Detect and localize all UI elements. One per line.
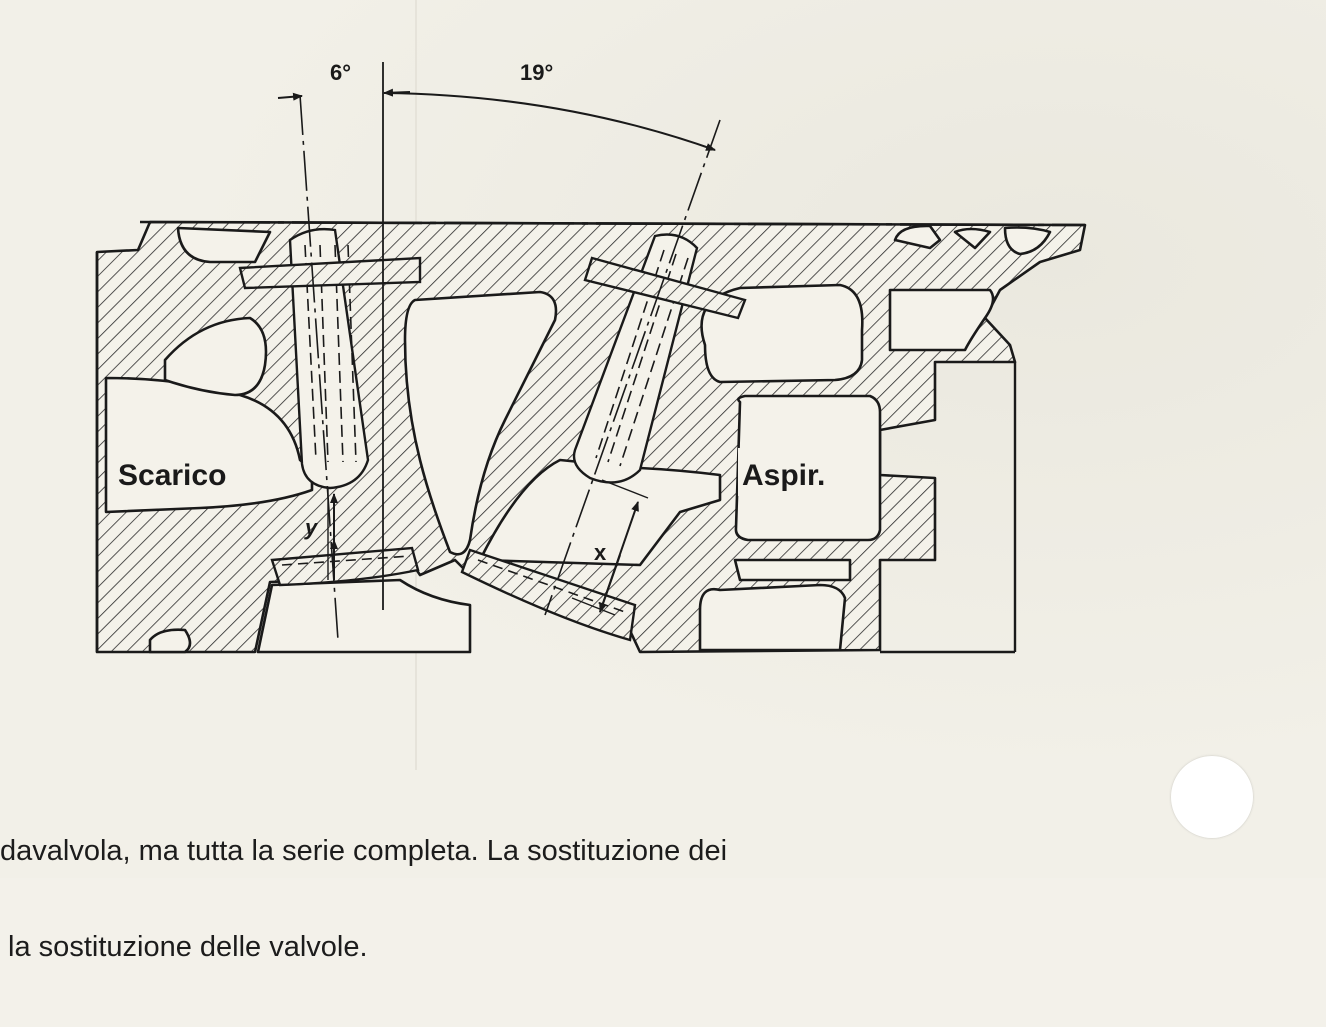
center-lines	[139, 62, 1086, 641]
angle-dimension-19	[383, 92, 716, 151]
body-text-line-2: la sostituzione delle valvole.	[0, 931, 368, 963]
dimension-label-y: y	[304, 515, 319, 540]
body-text: davalvola, ma tutta la serie completa. L…	[0, 771, 1160, 1027]
dimension-label-x: x	[594, 540, 607, 565]
intake-label: Aspir.	[742, 459, 825, 492]
exhaust-label: Scarico	[118, 459, 226, 492]
scanned-page: 6° 19° Scarico Aspir. y x davalvola, ma …	[0, 0, 1326, 963]
casting-cavities	[104, 224, 1052, 654]
angle-label-6: 6°	[330, 60, 351, 85]
body-text-line-1: davalvola, ma tutta la serie completa. L…	[0, 835, 728, 867]
cylinder-head-section-drawing: 6° 19° Scarico Aspir. y x	[95, 60, 1087, 654]
dimension-x	[571, 479, 649, 616]
exhaust-valve-guide	[238, 227, 422, 587]
dimension-y	[327, 488, 338, 580]
angle-label-19: 19°	[520, 60, 553, 85]
binder-punch-hole	[1170, 755, 1254, 839]
